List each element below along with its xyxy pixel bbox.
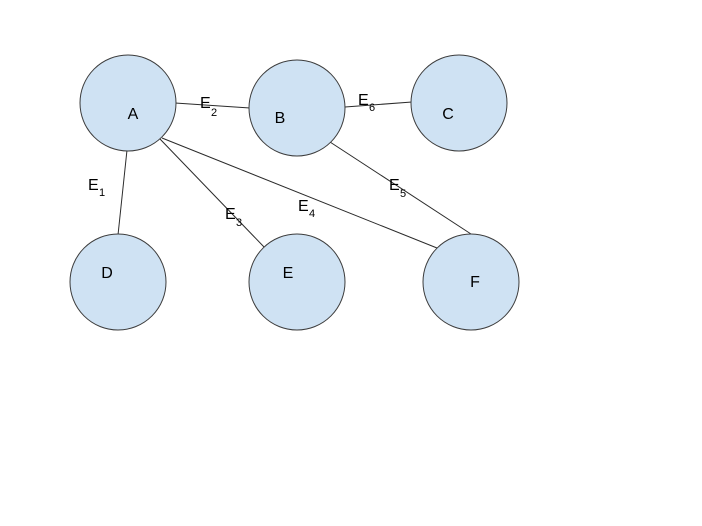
nodes-layer: A B C D E F — [69, 54, 520, 331]
node-f-circle — [422, 233, 520, 331]
node-c-label: C — [442, 106, 454, 123]
node-d[interactable]: D — [69, 233, 167, 331]
edge-label-e3-sub: 3 — [236, 217, 242, 229]
edge-label-e3-main: E — [225, 206, 236, 223]
edge-e3 — [159, 138, 266, 249]
edge-label-e2: E 2 — [200, 95, 217, 119]
node-d-label: D — [101, 265, 113, 282]
node-d-circle — [69, 233, 167, 331]
node-f[interactable]: F — [422, 233, 520, 331]
node-c-circle — [410, 54, 508, 152]
node-f-label: F — [470, 274, 480, 291]
node-e[interactable]: E — [248, 233, 346, 331]
edge-e4 — [161, 137, 438, 249]
edge-label-e4-main: E — [298, 198, 309, 215]
node-a-label: A — [128, 106, 139, 123]
node-b-label: B — [275, 110, 286, 127]
edge-label-e6: E 6 — [358, 92, 375, 114]
edge-label-e1: E 1 — [88, 177, 105, 199]
node-b[interactable]: B — [248, 59, 346, 157]
edge-label-e1-main: E — [88, 177, 99, 194]
node-b-circle — [248, 59, 346, 157]
edge-labels-layer: E 1 E 2 E 3 E 4 E 5 E 6 — [88, 92, 406, 229]
edge-label-e3: E 3 — [225, 206, 242, 229]
edge-e6 — [344, 101, 413, 108]
edge-label-e5: E 5 — [389, 177, 406, 200]
edge-e5 — [329, 141, 472, 235]
node-a-circle — [79, 54, 177, 152]
edge-label-e6-sub: 6 — [369, 102, 375, 114]
node-e-circle — [248, 233, 346, 331]
node-e-label: E — [283, 265, 294, 282]
edge-label-e4: E 4 — [298, 198, 315, 220]
edge-label-e6-main: E — [358, 92, 369, 109]
edge-label-e5-sub: 5 — [400, 188, 406, 200]
edges-layer — [117, 101, 472, 249]
edge-label-e5-main: E — [389, 177, 400, 194]
edge-e1 — [117, 149, 128, 236]
node-c[interactable]: C — [410, 54, 508, 152]
edge-label-e2-sub: 2 — [211, 107, 217, 119]
edge-label-e1-sub: 1 — [99, 187, 105, 199]
edge-label-e2-main: E — [200, 95, 211, 112]
node-a[interactable]: A — [79, 54, 177, 152]
edge-label-e4-sub: 4 — [309, 208, 315, 220]
edge-e2 — [174, 102, 251, 109]
